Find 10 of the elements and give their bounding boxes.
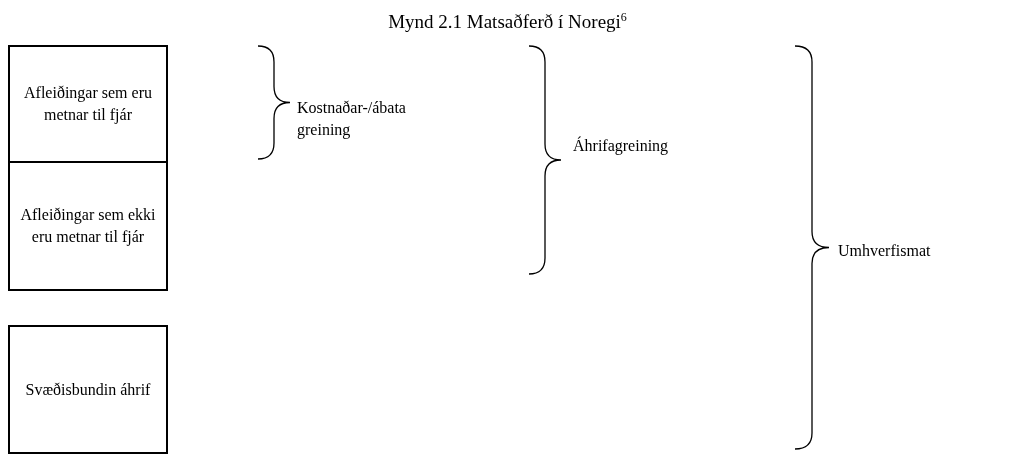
text-box xyxy=(8,45,168,163)
brace-label: Umhverfismat xyxy=(838,241,931,261)
box-text: Afleiðingar sem eru metnar til fjár xyxy=(23,83,153,126)
brace-label: Áhrifagreining xyxy=(573,135,669,157)
box-text: Svæðisbundin áhrif xyxy=(25,379,151,400)
text-box xyxy=(8,161,168,291)
text-box xyxy=(8,325,168,454)
brace-label: Kostnaðar-/ábata greining xyxy=(297,98,407,141)
box-text: Afleiðingar sem ekki eru metnar til fjár xyxy=(19,205,157,248)
diagram-title: Mynd 2.1 Matsaðferð í Noregi$^{6}$ xyxy=(388,9,627,34)
